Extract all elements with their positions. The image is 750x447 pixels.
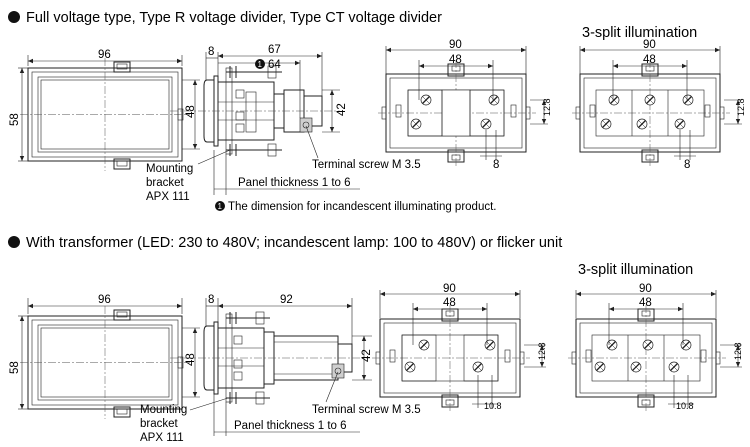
- section1-heading: Full voltage type, Type R voltage divide…: [26, 10, 442, 26]
- rear-height-label: 42: [361, 349, 373, 362]
- front-view-1: [19, 57, 191, 172]
- rear-view-1: [377, 59, 537, 167]
- front-width-label: 96: [98, 49, 111, 61]
- split-terminal-v-label: 12.8: [736, 98, 746, 116]
- mounting-label-2: bracket: [146, 177, 185, 189]
- terminal-screw-label: Terminal screw M 3.5: [312, 404, 421, 416]
- section2-split-title: 3-split illumination: [578, 262, 693, 278]
- front-width-label: 96: [98, 294, 111, 306]
- mounting-label-1: Mounting: [140, 404, 187, 416]
- rear-pitch-label: 48: [443, 297, 456, 309]
- side-view-2: [170, 311, 370, 405]
- panel-offset-label: 8: [208, 294, 214, 306]
- terminal-screw-label: Terminal screw M 3.5: [312, 159, 421, 171]
- front-height-label: 48: [185, 105, 197, 118]
- panel-offset-label: 8: [208, 46, 214, 58]
- terminal-pitch-v-label: 12.8: [542, 98, 552, 116]
- terminal-pitch-h-label: 8: [493, 159, 499, 171]
- footnote-marker-icon: [215, 201, 225, 211]
- bullet-icon: [8, 11, 20, 23]
- side-view-1: [170, 65, 340, 157]
- split-terminal-h-label: 10.8: [676, 401, 694, 411]
- section2-heading: With transformer (LED: 230 to 480V; inca…: [26, 235, 562, 251]
- split-terminal-h-label: 8: [684, 159, 690, 171]
- mounting-label-2: bracket: [140, 418, 179, 430]
- terminal-pitch-v-label: 12.8: [537, 342, 547, 360]
- split-width-label: 90: [643, 39, 656, 51]
- footnote-text: The dimension for incandescent illuminat…: [228, 201, 496, 213]
- split-width-label: 90: [639, 283, 652, 295]
- rear-width-label: 90: [443, 283, 456, 295]
- bullet-icon: [8, 236, 20, 248]
- front-height-label: 48: [185, 353, 197, 366]
- rear-pitch-label: 48: [449, 54, 462, 66]
- panel-thickness-label: Panel thickness 1 to 6: [238, 177, 351, 189]
- rear-height-label: 42: [336, 103, 348, 116]
- terminal-pitch-h-label: 10.8: [484, 401, 502, 411]
- svg-text:1: 1: [218, 202, 223, 211]
- split-terminal-v-label: 12.8: [733, 342, 743, 360]
- depth-label: 67: [268, 44, 281, 56]
- svg-text:1: 1: [258, 60, 263, 69]
- rear-width-label: 90: [449, 39, 462, 51]
- split-rear-view-2: [567, 304, 727, 412]
- front-view-2: [19, 305, 191, 420]
- overall-height-label: 58: [9, 361, 21, 374]
- split-pitch-label: 48: [643, 54, 656, 66]
- mounting-label-1: Mounting: [146, 163, 193, 175]
- overall-height-label: 58: [9, 113, 21, 126]
- bracket-model-label: APX 111: [140, 432, 184, 444]
- bracket-model-label: APX 111: [146, 191, 190, 203]
- split-rear-view-1: [571, 59, 731, 167]
- panel-thickness-label: Panel thickness 1 to 6: [234, 420, 347, 432]
- depth-label: 92: [280, 294, 293, 306]
- depth-incandescent-label: 64: [268, 59, 281, 71]
- rear-view-2: [371, 304, 531, 412]
- section1-split-title: 3-split illumination: [582, 25, 697, 41]
- split-pitch-label: 48: [639, 297, 652, 309]
